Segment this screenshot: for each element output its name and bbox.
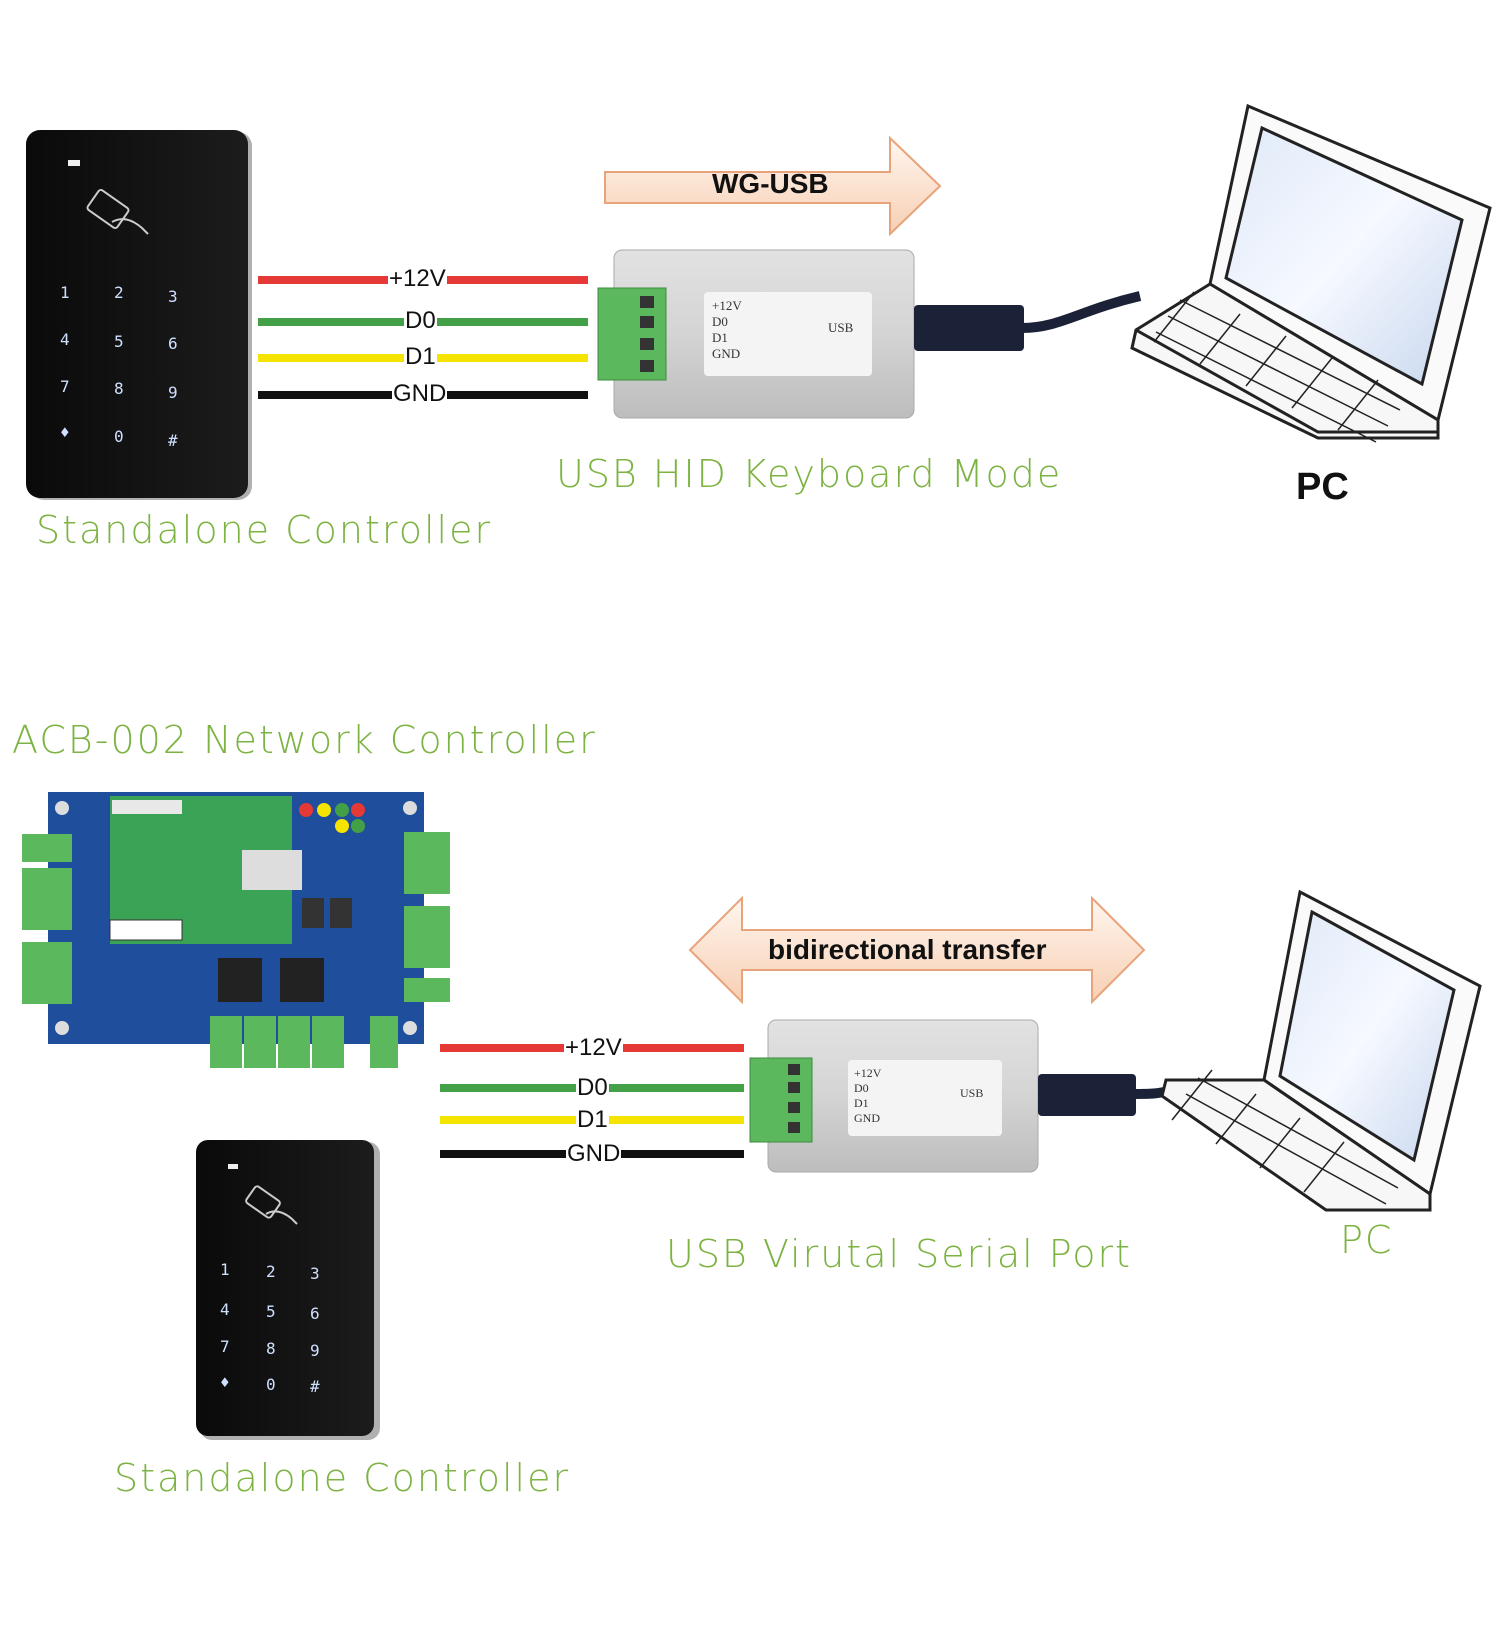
pc-label-bottom: PC bbox=[1340, 1218, 1394, 1262]
wg-usb-converter-bottom bbox=[749, 1019, 1174, 1173]
network-controller-label: ACB-002 Network Controller bbox=[12, 718, 597, 762]
converter-pin-labels-bottom: +12V D0 D1 GND bbox=[854, 1066, 914, 1126]
converter-pin-d1: D1 bbox=[712, 330, 728, 345]
svg-text:1: 1 bbox=[220, 1260, 230, 1279]
converter-pin-12v: +12V bbox=[854, 1066, 882, 1080]
laptop-keyboard-bottom bbox=[1171, 1069, 1399, 1205]
svg-text:7: 7 bbox=[220, 1337, 230, 1356]
keypad-keys-top: 1 2 3 4 5 6 7 8 9 ♦ 0 # bbox=[60, 283, 178, 450]
converter-pin-labels-top: +12V D0 D1 GND bbox=[712, 298, 772, 362]
card-reader-icon bbox=[245, 1185, 298, 1225]
wire-label-12v-bottom: +12V bbox=[564, 1034, 623, 1061]
bidirectional-arrow bbox=[688, 895, 1146, 1005]
svg-text:4: 4 bbox=[60, 330, 70, 349]
wire-label-d1-bottom: D1 bbox=[576, 1106, 609, 1133]
wg-usb-arrow bbox=[604, 135, 942, 237]
svg-text:8: 8 bbox=[114, 379, 124, 398]
usb-hid-keyboard-mode-label: USB HID Keyboard Mode bbox=[556, 452, 1063, 496]
wg-usb-arrow-label: WG-USB bbox=[712, 168, 829, 199]
bidirectional-arrow-label: bidirectional transfer bbox=[768, 934, 1047, 965]
converter-pin-12v: +12V bbox=[712, 298, 742, 313]
svg-text:5: 5 bbox=[266, 1302, 276, 1321]
svg-text:0: 0 bbox=[114, 427, 124, 446]
svg-text:5: 5 bbox=[114, 332, 124, 351]
svg-text:♦: ♦ bbox=[60, 423, 70, 442]
svg-text:6: 6 bbox=[168, 334, 178, 353]
wire-label-d0-bottom: D0 bbox=[576, 1074, 609, 1101]
svg-text:1: 1 bbox=[60, 283, 70, 302]
svg-text:3: 3 bbox=[168, 287, 178, 306]
svg-text:2: 2 bbox=[114, 283, 124, 302]
svg-text:7: 7 bbox=[60, 377, 70, 396]
usb-virtual-serial-port-label: USB Virutal Serial Port bbox=[666, 1232, 1133, 1276]
svg-text:3: 3 bbox=[310, 1264, 320, 1283]
wire-label-gnd-bottom: GND bbox=[566, 1140, 622, 1167]
laptop-keyboard-top bbox=[1153, 291, 1401, 443]
keypad-keys-bottom: 1 2 3 4 5 6 7 8 9 ♦ 0 # bbox=[220, 1260, 320, 1396]
wire-label-12v-top: +12V bbox=[388, 265, 447, 292]
wires-bottom bbox=[440, 1044, 744, 1158]
card-reader-icon bbox=[86, 189, 149, 235]
svg-text:#: # bbox=[310, 1377, 320, 1396]
svg-text:8: 8 bbox=[266, 1339, 276, 1358]
pc-label-top: PC bbox=[1296, 466, 1349, 508]
laptop-top bbox=[1130, 103, 1492, 443]
converter-pin-d0: D0 bbox=[712, 314, 728, 329]
svg-text:#: # bbox=[168, 431, 178, 450]
keypad-device-bottom: 1 2 3 4 5 6 7 8 9 ♦ 0 # bbox=[196, 1140, 380, 1440]
keypad-device-top: 1 2 3 4 5 6 7 8 9 ♦ 0 # bbox=[26, 130, 252, 500]
svg-text:0: 0 bbox=[266, 1375, 276, 1394]
converter-pin-d1: D1 bbox=[854, 1096, 869, 1110]
converter-pin-gnd: GND bbox=[854, 1111, 880, 1125]
converter-pin-gnd: GND bbox=[712, 346, 741, 361]
svg-text:2: 2 bbox=[266, 1262, 276, 1281]
standalone-controller-label-bottom: Standalone Controller bbox=[114, 1456, 571, 1500]
converter-usb-label-top: USB bbox=[828, 320, 854, 335]
svg-text:6: 6 bbox=[310, 1304, 320, 1323]
wires-top bbox=[258, 276, 588, 399]
network-controller-board bbox=[22, 792, 450, 1068]
svg-text:♦: ♦ bbox=[220, 1373, 230, 1392]
wire-label-gnd-top: GND bbox=[392, 380, 448, 407]
svg-text:4: 4 bbox=[220, 1300, 230, 1319]
laptop-bottom bbox=[1160, 889, 1482, 1212]
wire-label-d0-top: D0 bbox=[404, 307, 437, 334]
converter-pin-d0: D0 bbox=[854, 1081, 869, 1095]
svg-text:9: 9 bbox=[310, 1341, 320, 1360]
standalone-controller-label-top: Standalone Controller bbox=[36, 508, 493, 552]
wire-label-d1-top: D1 bbox=[404, 343, 437, 370]
converter-usb-label-bottom: USB bbox=[960, 1086, 984, 1100]
svg-text:9: 9 bbox=[168, 383, 178, 402]
wg-usb-converter-top bbox=[597, 249, 1142, 419]
